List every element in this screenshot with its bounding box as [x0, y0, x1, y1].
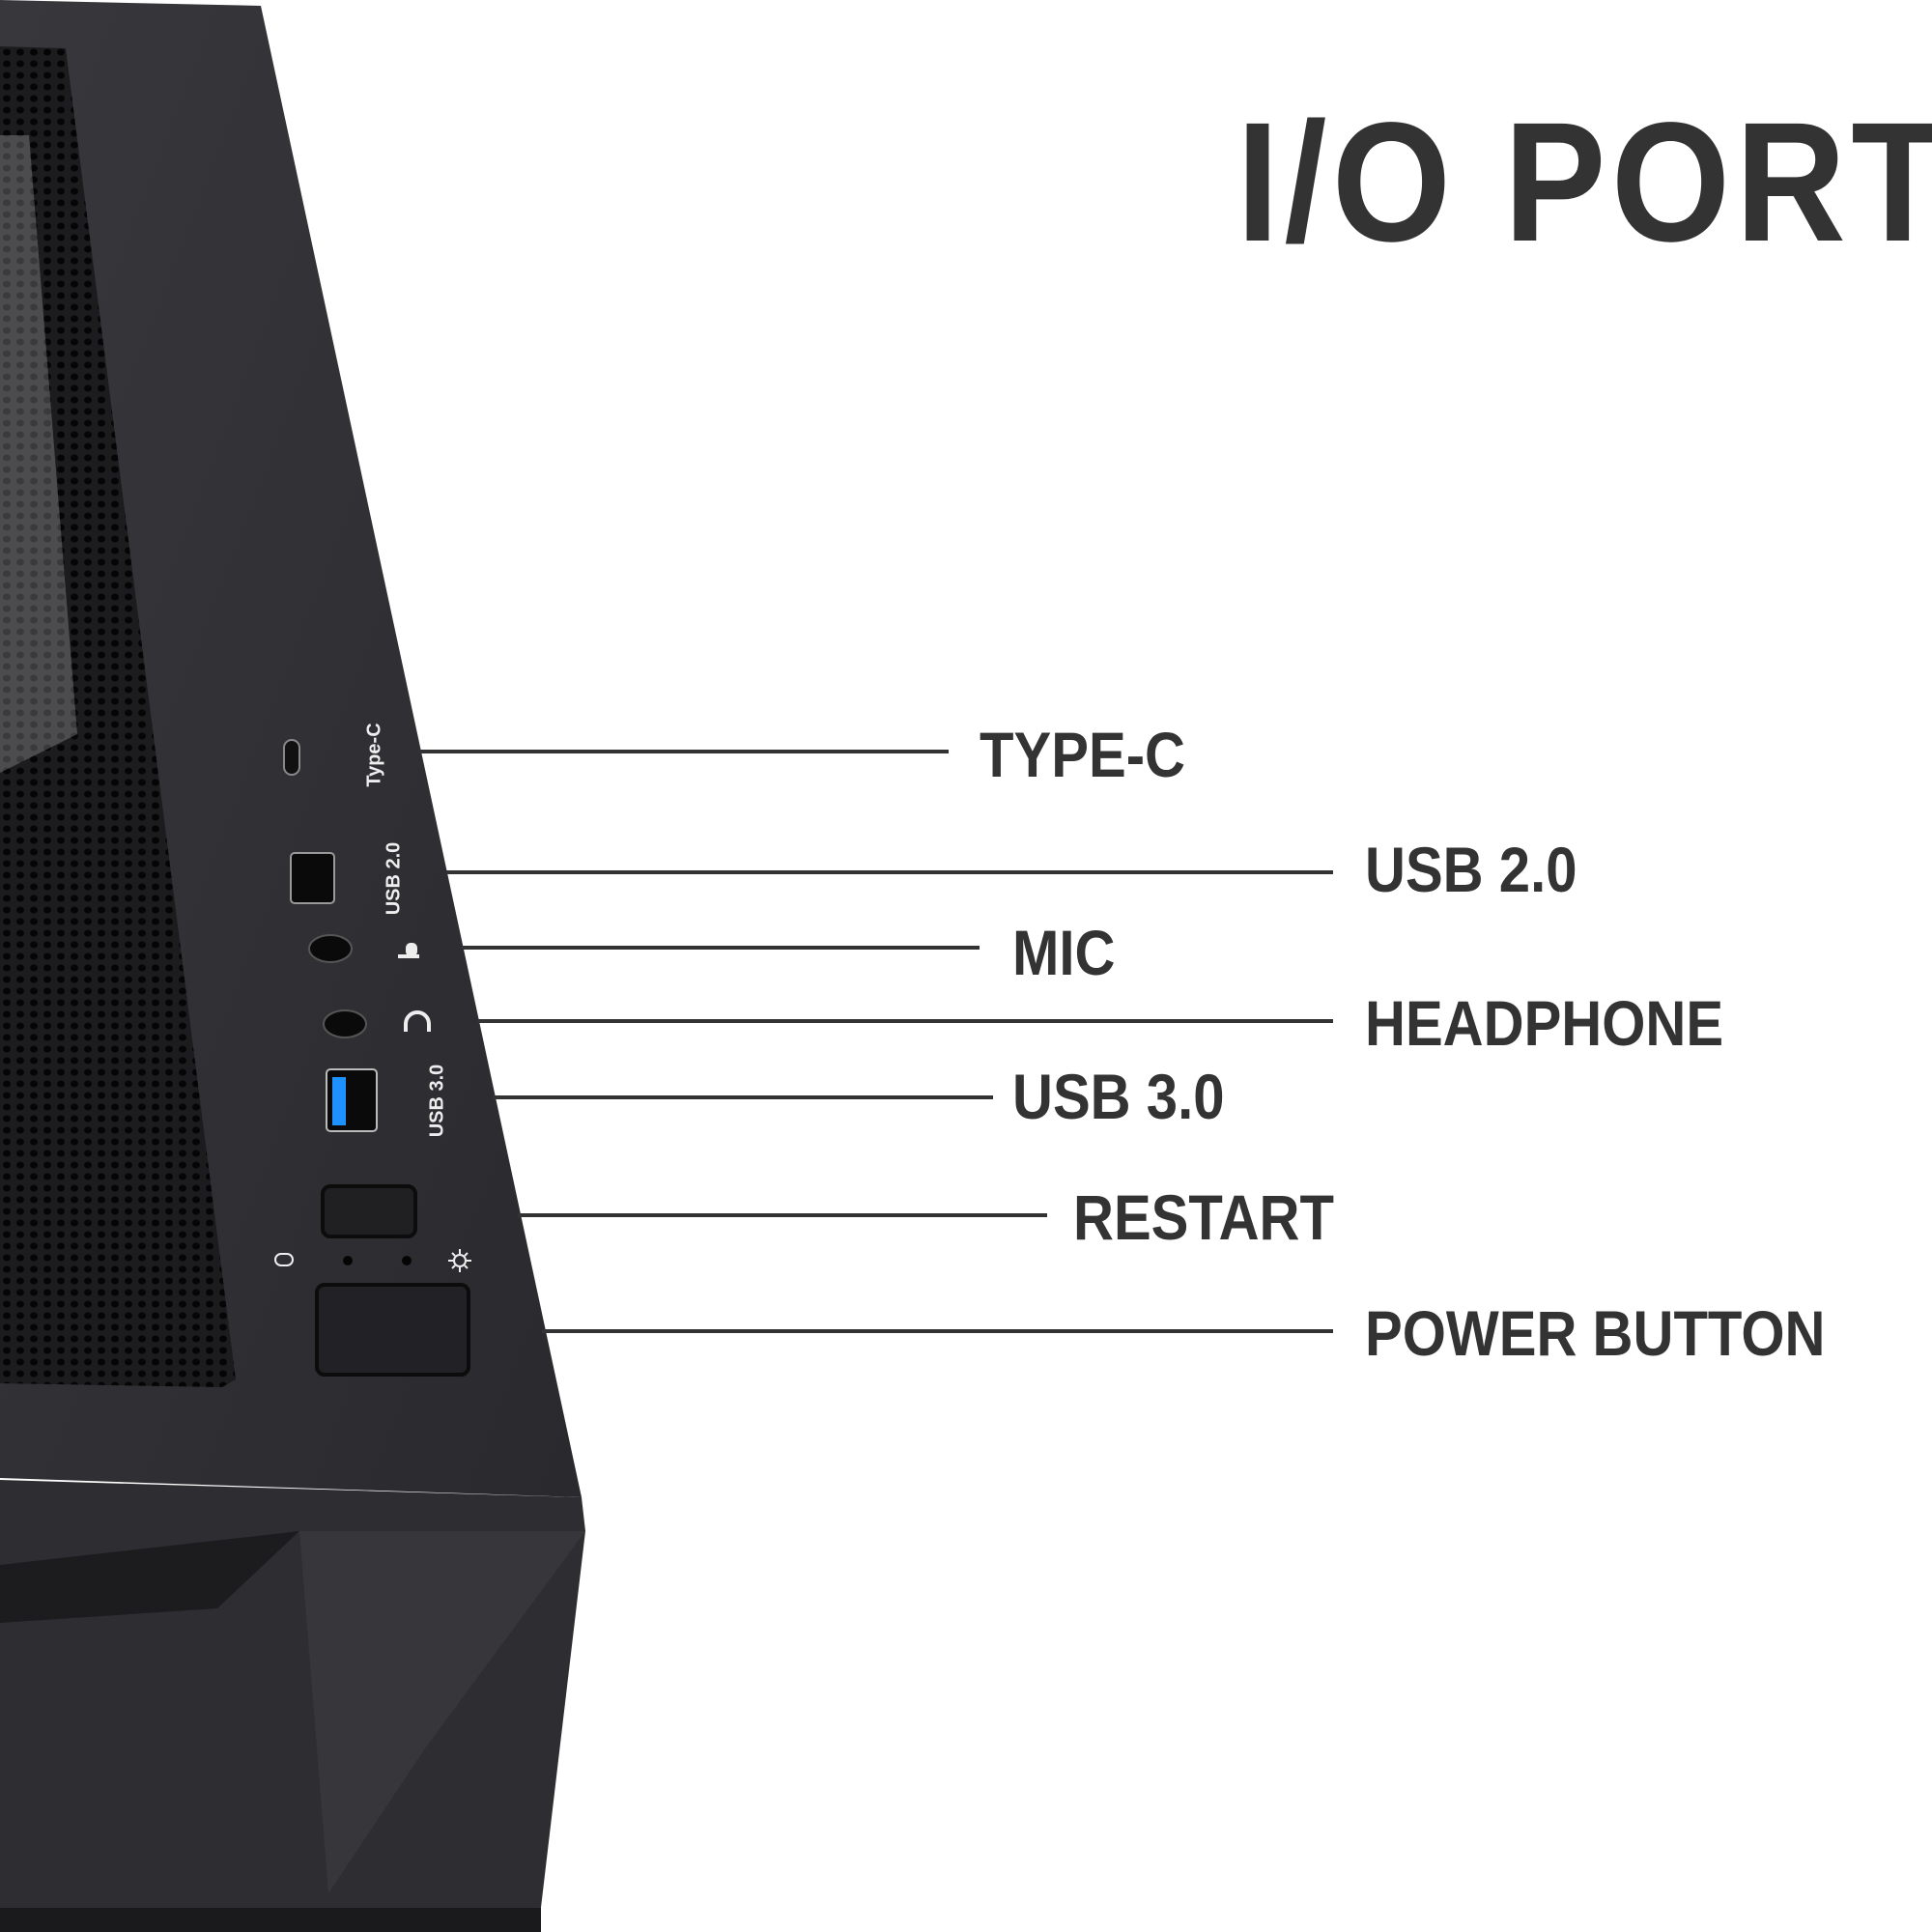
headphone-leader-line — [478, 1019, 1333, 1023]
type-c-label: TYPE-C — [980, 719, 1185, 790]
hdd-led-icon — [274, 1253, 294, 1266]
headphone-jack — [323, 1009, 367, 1038]
usb-3-print: USB 3.0 — [426, 1064, 448, 1138]
headphone-label: HEADPHONE — [1365, 987, 1724, 1059]
mic-icon — [398, 943, 419, 958]
mesh-vent — [0, 46, 236, 1387]
type-c-leader-line — [419, 750, 949, 753]
type-c-print: Type-C — [363, 723, 385, 787]
headphone-icon — [404, 1010, 431, 1032]
type-c-port — [283, 739, 300, 776]
power-leader-line — [542, 1329, 1333, 1333]
usb-2-leader-line — [446, 870, 1333, 874]
restart-button — [321, 1184, 417, 1238]
mic-jack — [308, 934, 353, 963]
usb-2-label: USB 2.0 — [1365, 834, 1577, 905]
fan-glow — [0, 135, 77, 773]
power-button — [315, 1283, 470, 1377]
usb-3-label: USB 3.0 — [1012, 1061, 1225, 1132]
sun-icon — [448, 1249, 471, 1272]
usb-3-leader-line — [493, 1095, 993, 1099]
usb-2-port-body — [290, 852, 335, 904]
page-title: I/O PORT — [1236, 88, 1932, 277]
mic-leader-line — [462, 946, 980, 950]
power-led — [402, 1256, 412, 1265]
mic-label: MIC — [1012, 917, 1116, 988]
power-button-label: POWER BUTTON — [1365, 1297, 1826, 1369]
hdd-led — [343, 1256, 353, 1265]
usb-2-print: USB 2.0 — [383, 841, 405, 916]
restart-leader-line — [518, 1213, 1047, 1217]
restart-label: RESTART — [1073, 1181, 1334, 1253]
